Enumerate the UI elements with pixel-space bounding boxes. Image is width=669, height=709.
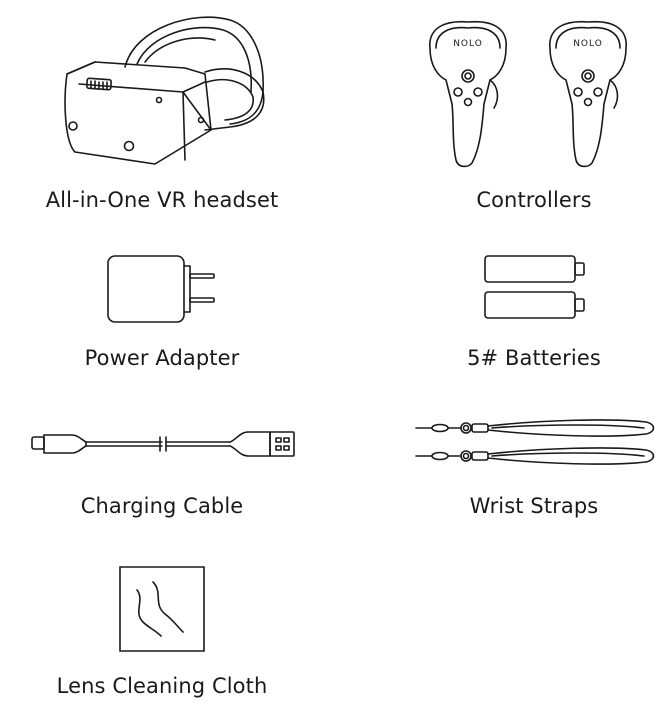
power-adapter-label: Power Adapter	[84, 346, 240, 370]
vr-headset-icon	[55, 12, 270, 172]
controller-right-logo: NOLO	[573, 39, 603, 49]
batteries-label: 5# Batteries	[467, 346, 601, 370]
controllers-label: Controllers	[476, 188, 592, 212]
lens-cloth-label: Lens Cleaning Cloth	[56, 674, 268, 698]
wrist-straps-label: Wrist Straps	[469, 494, 599, 518]
charging-cable-icon	[30, 428, 298, 460]
charging-cable-label: Charging Cable	[80, 494, 244, 518]
wrist-straps-icon	[415, 418, 655, 465]
lens-cloth-icon	[119, 566, 205, 652]
batteries-icon	[483, 254, 587, 320]
vr-headset-label: All-in-One VR headset	[45, 188, 279, 212]
controllers-icon: NOLO NOLO	[420, 20, 627, 168]
controller-left-logo: NOLO	[453, 39, 483, 49]
power-adapter-icon	[106, 254, 216, 324]
